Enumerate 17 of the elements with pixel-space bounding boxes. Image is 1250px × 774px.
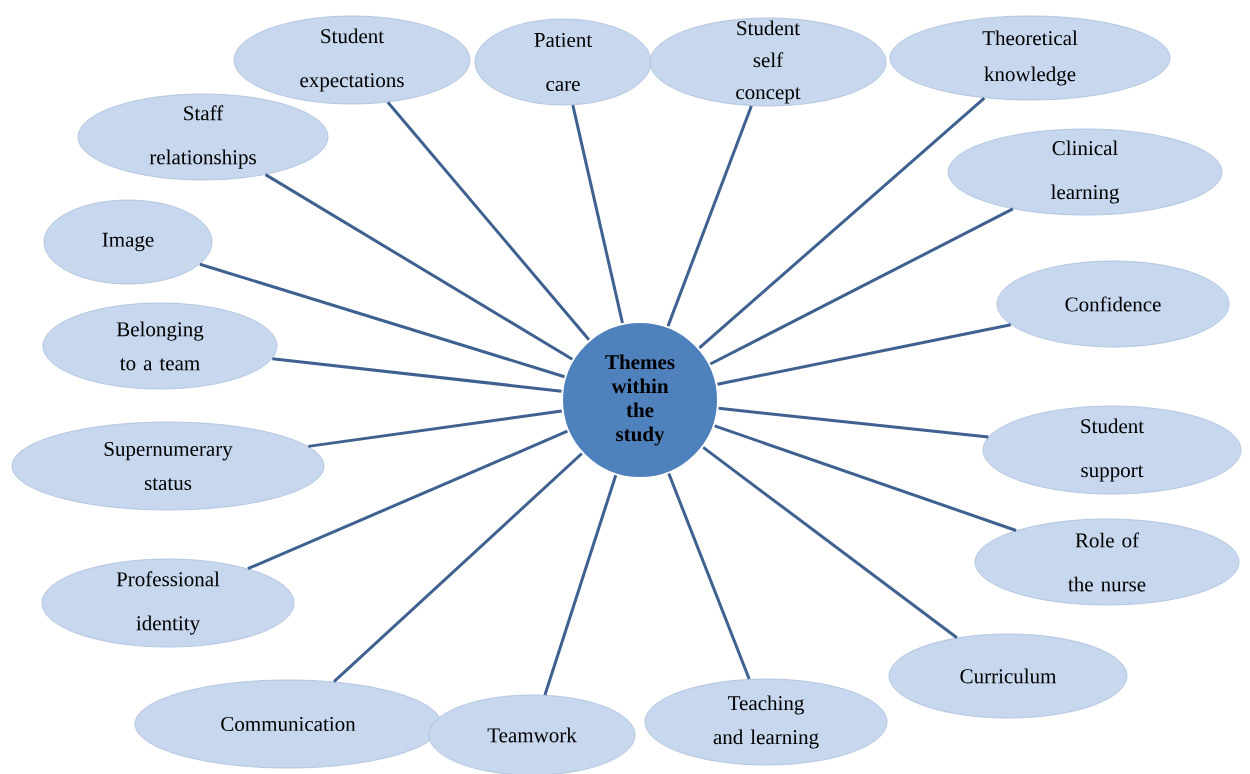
spoke-line <box>247 429 569 570</box>
spoke-line <box>386 101 591 341</box>
spoke-line <box>702 446 958 639</box>
spoke-line <box>709 207 1014 366</box>
spoke-line <box>333 452 583 683</box>
spoke-line <box>718 406 989 439</box>
spoke-line <box>667 473 751 680</box>
spoke-line <box>666 105 753 327</box>
spoke-line <box>272 357 562 393</box>
spoke-line <box>543 474 618 696</box>
spoke-line <box>698 96 986 350</box>
spoke-line <box>571 104 624 324</box>
spoke-line <box>717 323 1012 386</box>
spoke-line <box>264 173 574 361</box>
spoke-line <box>308 409 562 448</box>
spoke-line <box>714 424 1017 532</box>
spoke-line <box>199 262 565 379</box>
